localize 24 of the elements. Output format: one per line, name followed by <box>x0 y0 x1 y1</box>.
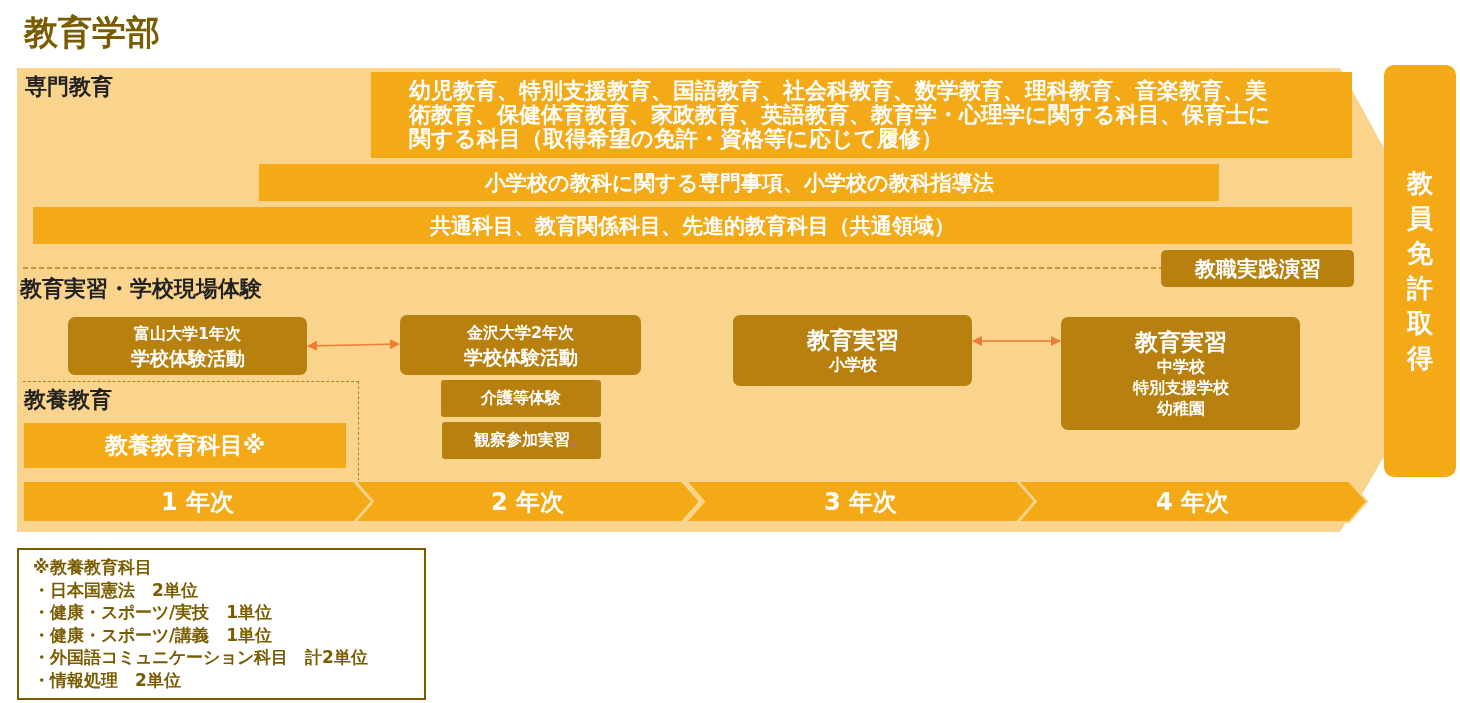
activity-box: 富山大学1年次 学校体験活動 <box>68 317 307 375</box>
activity-box: 教育実習 中学校 特別支援学校 幼稚園 <box>1061 317 1300 430</box>
double-arrow <box>972 336 1061 346</box>
section-heading: 教養教育 <box>24 386 112 414</box>
note-box: ※教養教育科目 ・日本国憲法 2単位 ・健康・スポーツ/実技 1単位 ・健康・スポーツ/講義 1単位 ・外国語コミュニケーション科目 計2単位 ・情報処理 2単位 <box>17 548 426 700</box>
subject-bar: 共通科目、教育関係科目、先進的教育科目（共通領域） <box>33 207 1352 244</box>
section-heading: 専門教育 <box>25 73 113 101</box>
section-region <box>23 381 359 481</box>
year-band: 3 年次 <box>686 481 1035 522</box>
goal-box: 教員免許取得 <box>1384 65 1456 477</box>
year-band: 2 年次 <box>355 481 700 522</box>
page-title: 教育学部 <box>24 11 160 54</box>
double-arrow <box>307 339 400 351</box>
section-heading: 教育実習・学校現場体験 <box>20 275 262 303</box>
year-band: 4 年次 <box>1018 481 1367 522</box>
year-band: 1 年次 <box>23 481 372 522</box>
activity-box: 介護等体験 <box>441 380 601 417</box>
subject-bar: 教養教育科目※ <box>24 423 346 468</box>
course-box: 教職実践演習 <box>1161 250 1354 287</box>
activity-box: 観察参加実習 <box>442 422 601 459</box>
subject-bar: 小学校の教科に関する専門事項、小学校の教科指導法 <box>259 164 1219 201</box>
activity-box: 金沢大学2年次 学校体験活動 <box>400 315 641 375</box>
subject-bar: 幼児教育、特別支援教育、国語教育、社会科教育、数学教育、理科教育、音楽教育、美術教育、保健体育教育、家政教育、英語教育、教育学・心理学に関する科目、保育士に関する科目（取得希望の免許・資格等に応じて履修） <box>371 72 1352 158</box>
activity-box: 教育実習 小学校 <box>733 315 972 386</box>
